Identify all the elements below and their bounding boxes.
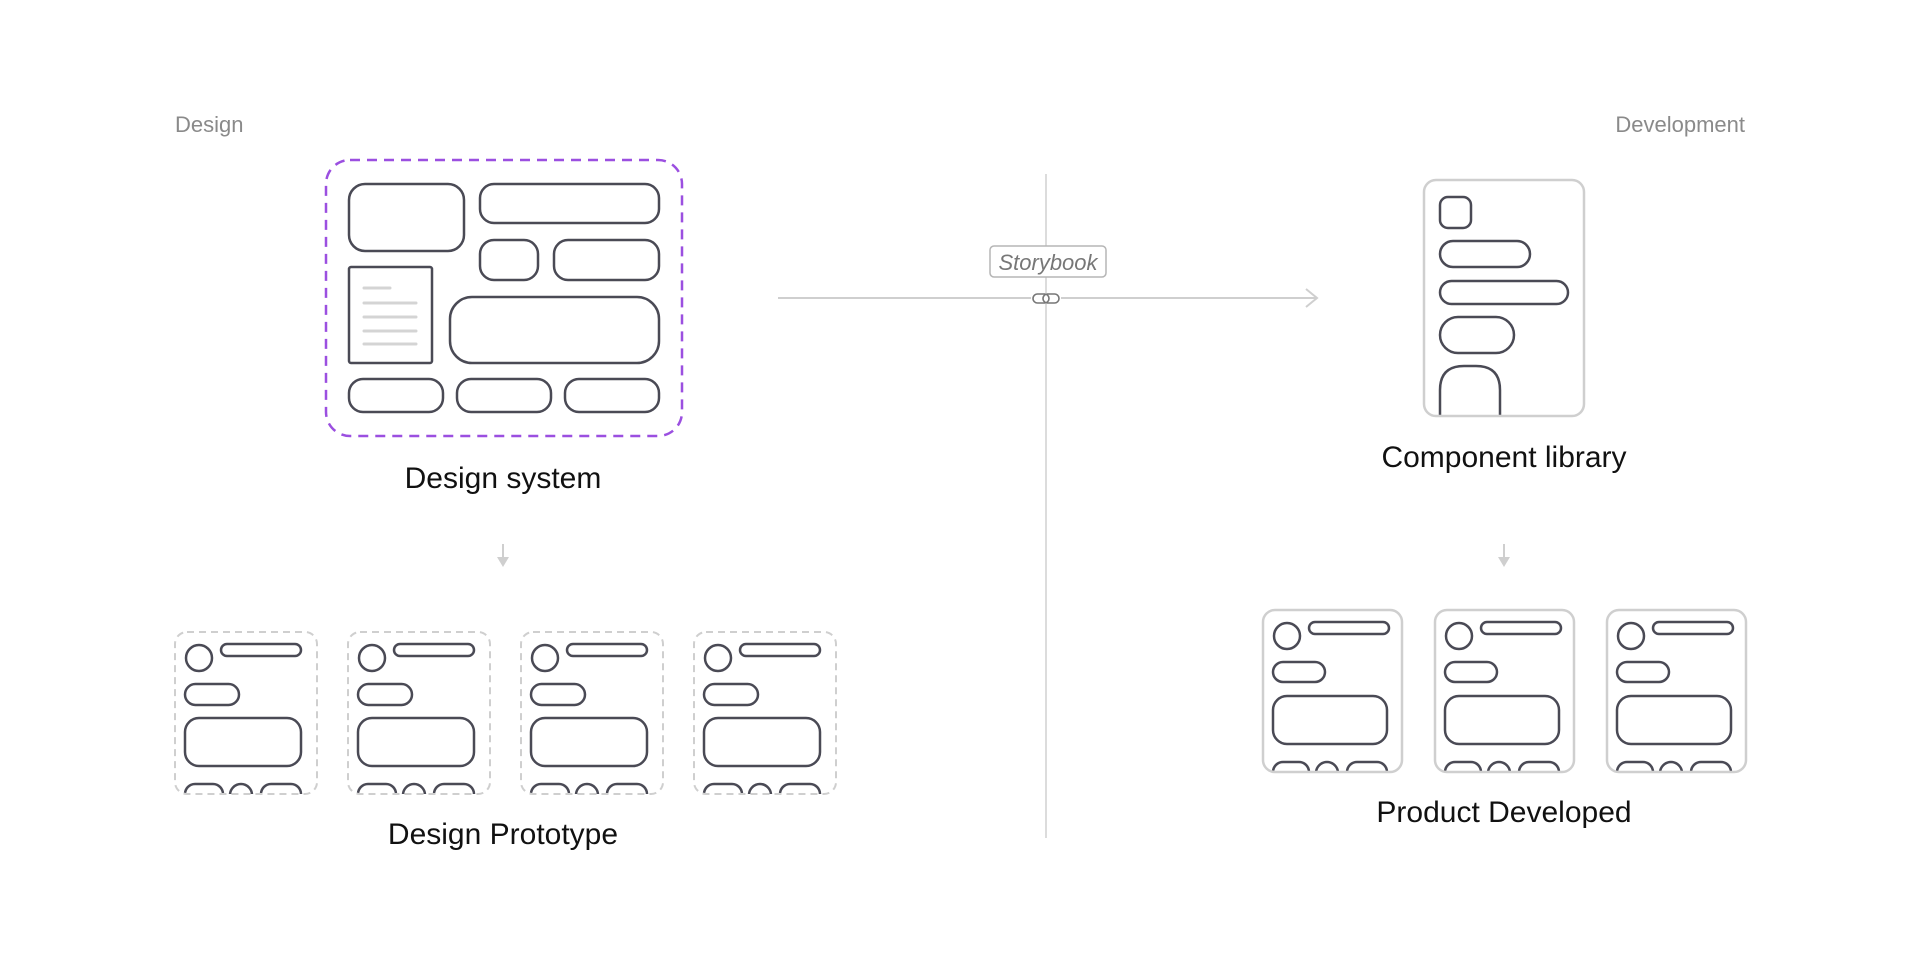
arrow-down-icon xyxy=(1498,544,1510,567)
arrow-down-icon xyxy=(497,544,509,567)
storybook-connector: Storybook xyxy=(778,245,1319,308)
product-card xyxy=(1605,608,1748,784)
prototype-card xyxy=(347,631,491,806)
product-developed-cards xyxy=(1261,608,1748,784)
design-system-title: Design system xyxy=(405,462,602,495)
link-icon xyxy=(1031,293,1061,304)
component-library-title: Component library xyxy=(1381,441,1626,474)
prototype-card xyxy=(520,631,664,806)
prototype-card xyxy=(693,631,837,806)
development-section-label: Development xyxy=(1615,112,1745,137)
design-system-block xyxy=(324,158,684,438)
document-icon xyxy=(347,265,434,365)
product-card xyxy=(1433,608,1576,784)
design-prototype-cards xyxy=(174,631,837,806)
design-prototype-title: Design Prototype xyxy=(388,818,618,851)
storybook-label: Storybook xyxy=(998,250,1098,275)
product-card xyxy=(1261,608,1404,784)
product-developed-title: Product Developed xyxy=(1376,796,1631,829)
prototype-card xyxy=(174,631,318,806)
design-section-label: Design xyxy=(175,112,243,137)
storybook-tag xyxy=(989,245,1107,278)
design-system-dashed-frame xyxy=(324,158,684,438)
component-library-block xyxy=(1422,178,1586,418)
